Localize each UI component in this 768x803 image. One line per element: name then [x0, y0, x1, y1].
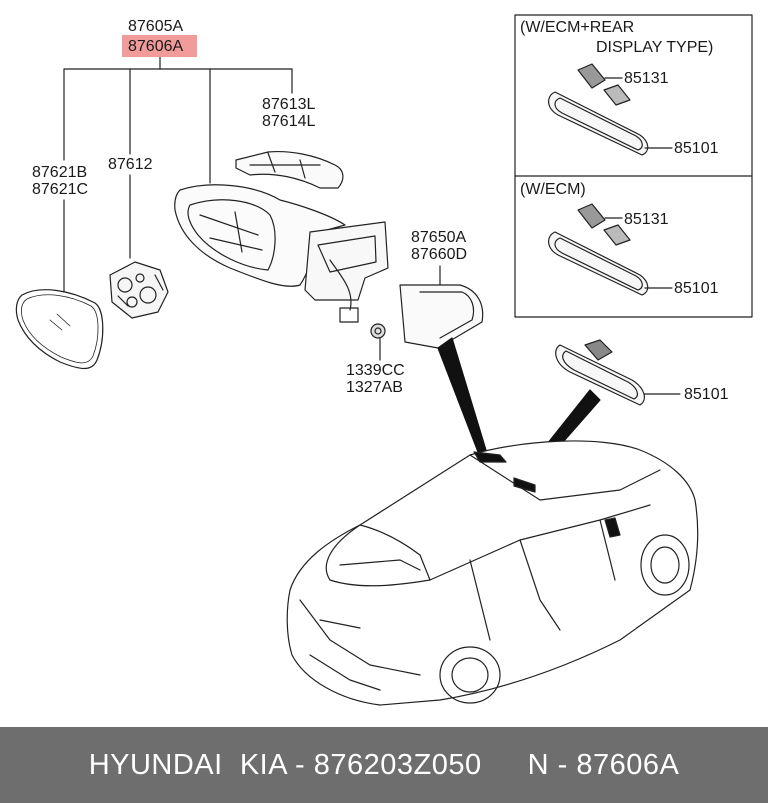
label-inner-mirror: 85101	[684, 386, 729, 403]
footer-text: HYUNDAI KIA - 876203Z050 N - 87606A	[0, 727, 768, 803]
vehicle-drawing	[286, 440, 699, 706]
leader-lines	[63, 56, 681, 395]
box-top-cover-part: 85131	[624, 70, 669, 87]
option-boxes	[514, 14, 753, 318]
label-cover-2: 87614L	[262, 113, 316, 130]
label-cap-2: 87660D	[411, 246, 468, 263]
box-top-title-line1: (W/ECM+REAR	[520, 19, 635, 36]
footer-bar: HYUNDAI KIA - 876203Z050 N - 87606A	[0, 727, 768, 803]
footer-brand-partno: HYUNDAI KIA - 876203Z050	[88, 748, 482, 781]
label-cover-1: 87613L	[262, 96, 316, 113]
box-bottom-cover-part: 85131	[624, 211, 669, 228]
box-bottom-mirror-part: 85101	[674, 280, 719, 297]
label-assembly-top: 87605A	[128, 18, 184, 35]
part-highlight	[122, 35, 197, 57]
label-screw-2: 1327AB	[346, 379, 403, 396]
box-top-mirror-part: 85101	[674, 140, 719, 157]
actuator-drawing	[109, 261, 169, 319]
label-actuator: 87612	[108, 156, 153, 173]
mirror-cap-drawing	[399, 284, 484, 349]
side-cover-drawing	[235, 150, 344, 189]
mirror-housing-drawing	[174, 184, 346, 287]
footer-reference: N - 87606A	[527, 748, 680, 781]
inner-mirror-drawing	[555, 339, 646, 406]
label-glass-1: 87621B	[32, 164, 88, 181]
label-cap-1: 87650A	[411, 229, 467, 246]
label-assembly-highlight: 87606A	[128, 38, 184, 55]
diagram-drawing	[15, 14, 753, 706]
box-top-title-line2: DISPLAY TYPE)	[596, 39, 714, 56]
mirror-frame-drawing	[304, 221, 389, 339]
box-bottom-title: (W/ECM)	[520, 181, 586, 198]
mirror-glass-drawing	[15, 289, 104, 370]
label-screw-1: 1339CC	[346, 362, 405, 379]
label-glass-2: 87621C	[32, 181, 89, 198]
parts-diagram: 87605A 87606A 87621B 87621C 87612 87613L…	[15, 14, 753, 706]
